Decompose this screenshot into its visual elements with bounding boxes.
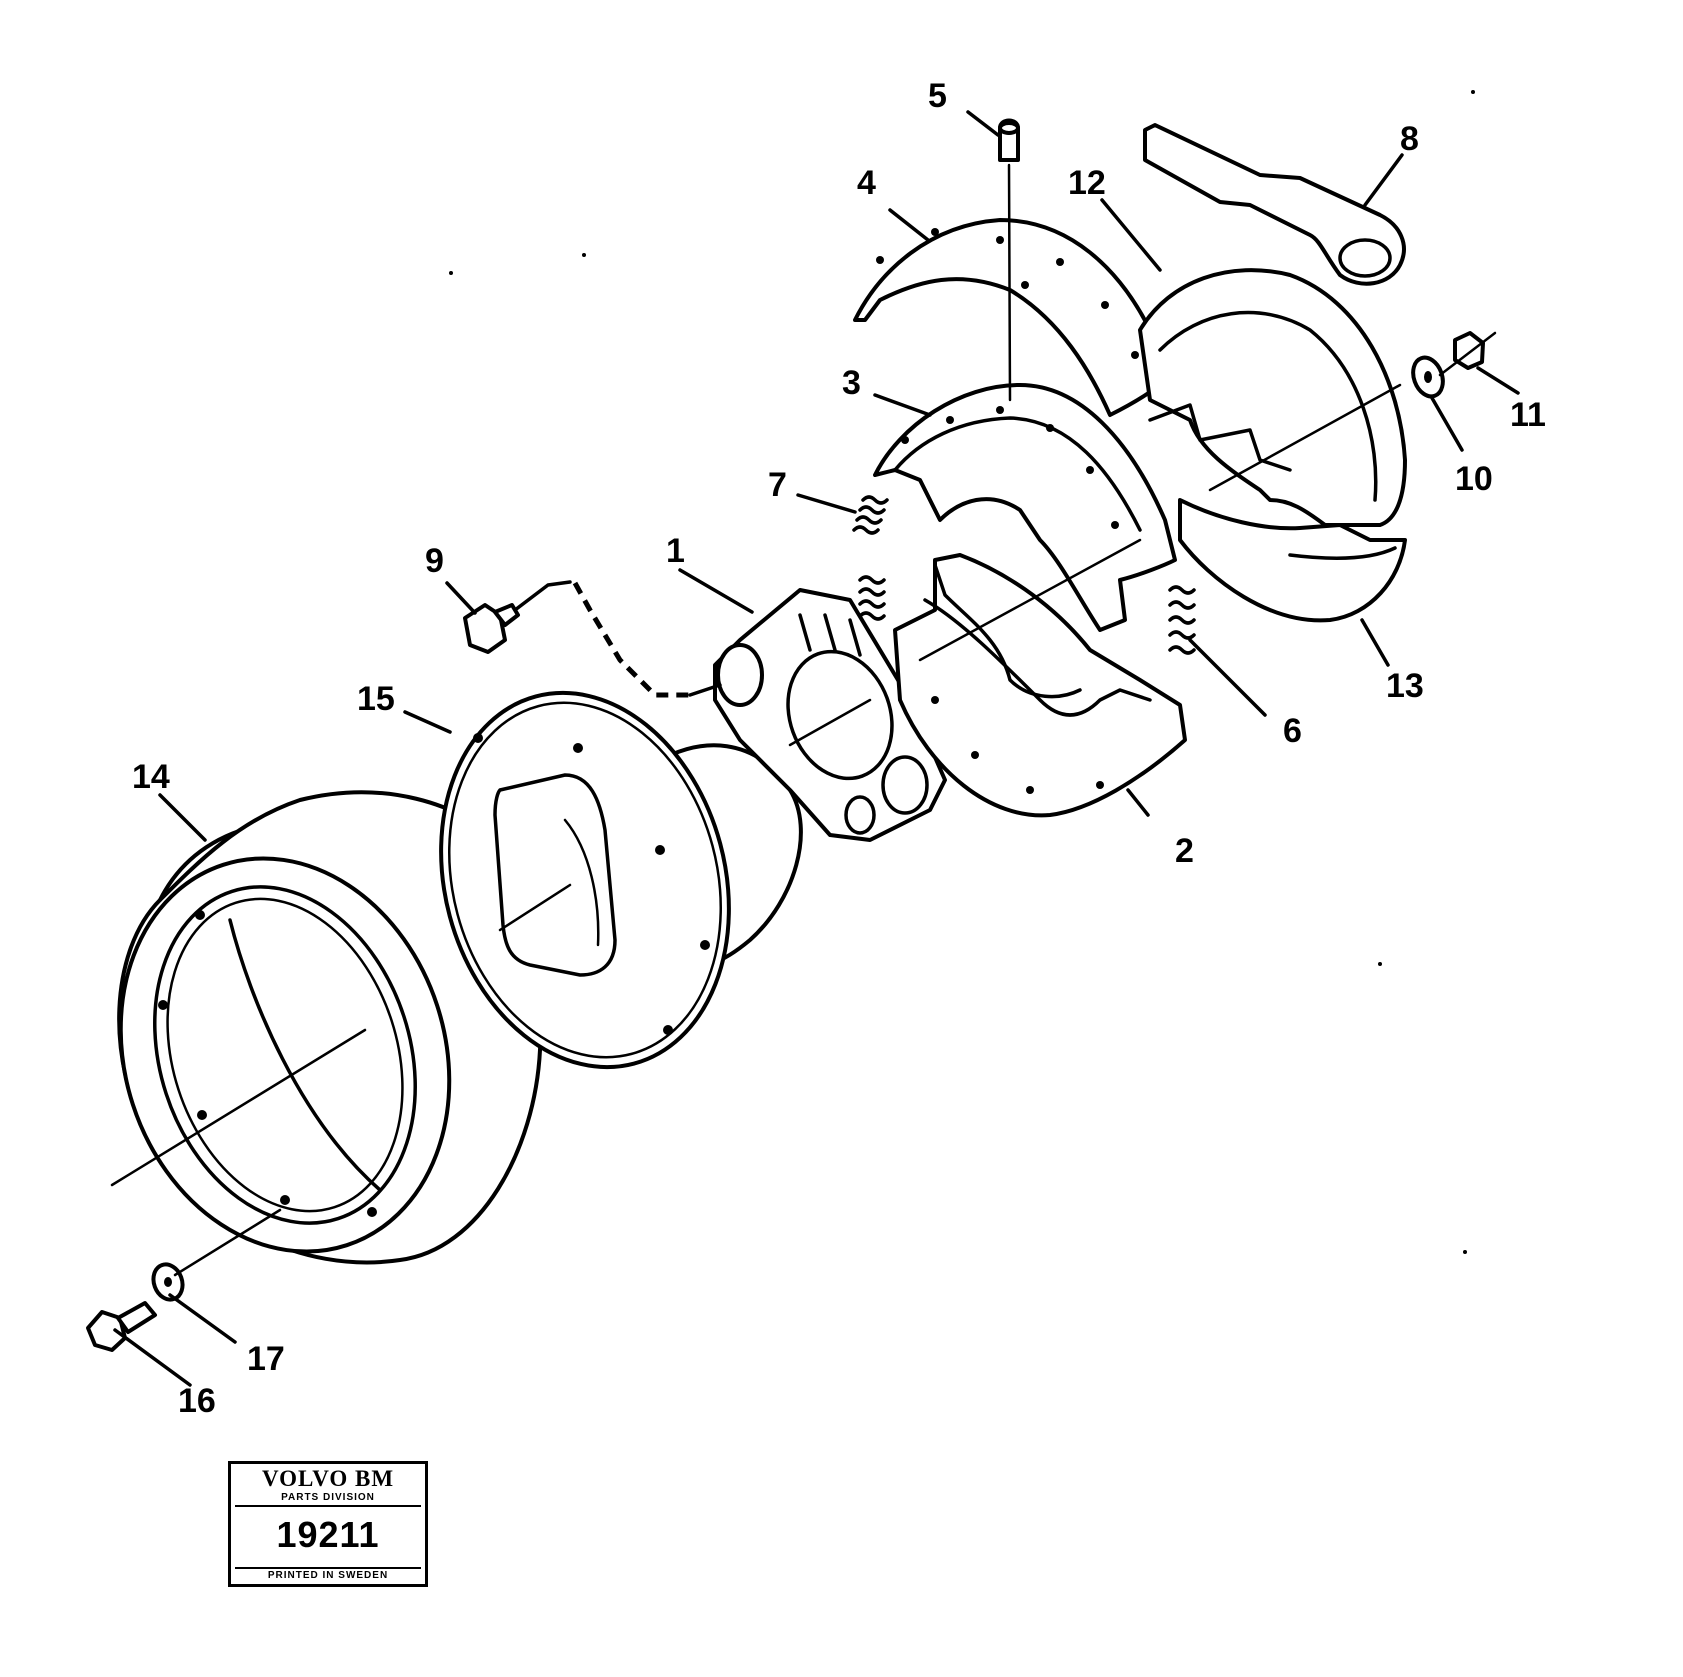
part-16-bolt <box>86 1301 157 1352</box>
callout-12: 12 <box>1068 164 1106 202</box>
part-7-spring-upper <box>852 495 889 535</box>
part-13-backing-shell-lower <box>1178 498 1407 623</box>
part-10-washer <box>1411 355 1445 399</box>
part-2-brake-shoe-lower <box>893 553 1187 818</box>
stamp-printed: PRINTED IN SWEDEN <box>235 1567 421 1581</box>
stamp-brand: VOLVO BM <box>261 1466 395 1491</box>
callout-5: 5 <box>928 77 947 115</box>
volvo-parts-stamp: VOLVO BM PARTS DIVISION 19211 PRINTED IN… <box>228 1461 428 1587</box>
callout-leaders <box>113 110 1520 1387</box>
callout-14: 14 <box>132 758 170 796</box>
callout-15: 15 <box>357 680 395 718</box>
part-3-brake-shoe-upper <box>873 383 1177 632</box>
stamp-number: 19211 <box>276 1514 380 1555</box>
part-6-spring <box>1168 585 1196 655</box>
part-1-anchor-plate <box>713 588 947 842</box>
stamp-division: PARTS DIVISION <box>235 1492 421 1507</box>
scan-specks <box>449 90 1475 1254</box>
callout-6: 6 <box>1283 712 1302 750</box>
callout-2: 2 <box>1175 832 1194 870</box>
part-17-washer <box>151 1262 185 1302</box>
part-9-screw <box>463 580 722 698</box>
part-11-nut <box>1453 331 1485 370</box>
callout-1: 1 <box>666 532 685 570</box>
callout-10: 10 <box>1455 460 1493 498</box>
callout-7: 7 <box>768 466 787 504</box>
assembly-axis-lines <box>110 163 1497 1277</box>
part-15-hub-flange <box>439 690 803 1070</box>
part-14-brake-drum <box>117 790 544 1265</box>
callout-3: 3 <box>842 364 861 402</box>
callout-4: 4 <box>857 164 876 202</box>
part-7-spring-lower <box>858 575 886 621</box>
callout-13: 13 <box>1386 667 1424 705</box>
part-8-lever <box>1143 123 1406 286</box>
callout-8: 8 <box>1400 120 1419 158</box>
part-12-backing-shell-upper <box>1138 268 1407 527</box>
callout-16: 16 <box>178 1382 216 1420</box>
part-4-brake-lining <box>853 218 1162 417</box>
callout-labels: 1 2 3 4 5 6 7 8 9 10 11 12 13 14 15 16 1… <box>132 77 1546 1420</box>
callout-11: 11 <box>1510 396 1546 434</box>
callout-17: 17 <box>247 1340 285 1378</box>
callout-9: 9 <box>425 542 444 580</box>
part-5-pin <box>998 118 1020 162</box>
